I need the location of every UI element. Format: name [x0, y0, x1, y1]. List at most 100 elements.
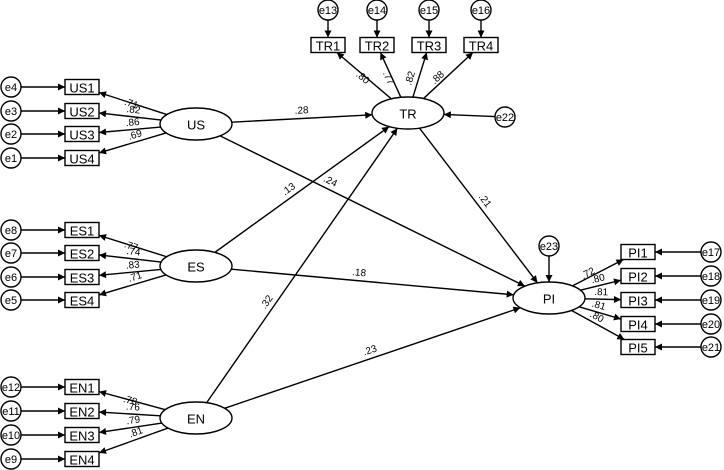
path-coefficient-es-pi: .18: [352, 267, 367, 279]
loading-value-es3: .83: [125, 259, 140, 271]
error-circle-e11: [0, 400, 22, 422]
indicator-box-tr2: [359, 36, 395, 54]
error-circle-e12: [0, 376, 22, 398]
error-label-e21: e21: [702, 342, 720, 354]
indicator-box-tr4: [463, 36, 499, 54]
loading-value-tr2: .77: [380, 70, 396, 88]
indicator-label-en4: EN4: [69, 453, 94, 468]
error-label-e6: e6: [5, 272, 17, 284]
loading-value-pi3: .81: [594, 287, 609, 298]
loading-value-us4: .69: [127, 128, 144, 143]
path-arrow-en-tr: [206, 127, 398, 404]
indicator-label-es1: ES1: [70, 224, 95, 239]
indicator-box-pi4: [620, 315, 656, 333]
loading-value-tr1: .80: [354, 69, 372, 87]
path-coefficient-es-tr: .13: [280, 181, 298, 198]
indicator-box-pi2: [620, 267, 656, 285]
error-label-e4: e4: [5, 82, 17, 94]
latent-node-pi: [512, 281, 586, 315]
indicator-box-pi3: [620, 291, 656, 309]
loading-arrow-tr1: [336, 51, 392, 100]
loading-arrow-en4: [98, 427, 169, 454]
loading-arrow-pi2: [580, 278, 622, 291]
loading-value-en4: .81: [128, 425, 145, 440]
path-coefficient-en-pi: .23: [362, 343, 379, 358]
indicator-label-us3: US3: [69, 128, 94, 143]
loading-arrow-us2: [98, 110, 162, 121]
loading-value-pi2: .80: [590, 272, 607, 286]
error-label-e20: e20: [702, 319, 720, 331]
indicator-box-us1: [64, 78, 100, 96]
error-label-e2: e2: [5, 129, 17, 141]
indicator-box-en1: [64, 378, 100, 396]
loading-value-tr3: .82: [403, 70, 418, 87]
path-arrow-es-pi: [231, 268, 514, 298]
path-coefficient-en-tr: .32: [259, 293, 276, 311]
latent-label-us: US: [187, 118, 205, 133]
error-circle-e19: [700, 289, 722, 311]
loading-arrow-es1: [98, 234, 167, 258]
indicator-box-es1: [64, 221, 100, 239]
error-circle-e1: [0, 147, 22, 169]
indicator-label-es4: ES4: [70, 294, 95, 309]
error-circle-e17: [700, 241, 722, 263]
error-label-e14: e14: [368, 5, 386, 17]
indicator-label-en1: EN1: [69, 381, 94, 396]
error-circle-e6: [0, 266, 22, 288]
path-arrow-tr-pi: [418, 127, 539, 284]
error-circle-e4: [0, 76, 22, 98]
indicator-box-pi1: [620, 243, 656, 261]
loading-arrow-tr3: [412, 52, 428, 98]
error-circle-e23: [538, 235, 560, 257]
error-circle-e5: [0, 289, 22, 311]
indicator-label-tr3: TR3: [417, 39, 442, 54]
error-label-e16: e16: [472, 5, 490, 17]
loading-arrow-en2: [98, 408, 161, 417]
loading-arrow-pi3: [584, 295, 622, 303]
loading-value-es2: .74: [126, 246, 141, 259]
indicator-box-tr3: [411, 36, 447, 54]
error-label-e11: e11: [2, 406, 20, 418]
path-coefficient-tr-pi: .21: [476, 192, 493, 210]
indicator-box-en3: [64, 426, 100, 444]
latent-node-es: [159, 249, 233, 283]
error-circle-e7: [0, 242, 22, 264]
loading-arrow-pi5: [571, 309, 625, 341]
indicator-label-pi1: PI1: [628, 246, 648, 261]
indicator-box-pi5: [620, 338, 656, 356]
loading-value-es1: .77: [123, 239, 140, 254]
latent-label-es: ES: [187, 260, 205, 275]
indicator-box-en2: [64, 402, 100, 420]
indicator-label-pi3: PI3: [628, 294, 648, 309]
indicator-label-pi2: PI2: [628, 270, 648, 285]
error-label-e7: e7: [5, 248, 17, 260]
indicator-label-en3: EN3: [69, 429, 94, 444]
loading-arrow-us3: [98, 126, 161, 136]
error-label-e1: e1: [5, 153, 17, 165]
loading-arrow-us4: [98, 132, 167, 155]
error-circle-e9: [0, 448, 22, 470]
indicator-label-tr4: TR4: [469, 39, 494, 54]
indicator-label-tr1: TR1: [316, 39, 341, 54]
loading-arrow-en3: [98, 422, 162, 435]
path-arrow-es-tr: [214, 126, 390, 253]
error-label-e18: e18: [702, 271, 720, 283]
loading-value-pi4: .81: [590, 299, 607, 314]
loading-value-us3: .86: [125, 117, 140, 129]
error-circle-e2: [0, 123, 22, 145]
loading-value-en1: .78: [122, 394, 139, 408]
loading-arrow-pi1: [572, 258, 624, 287]
loading-value-tr4: .88: [429, 69, 447, 87]
indicator-box-es2: [64, 244, 100, 262]
indicator-label-es2: ES2: [70, 247, 95, 262]
error-circle-e16: [470, 0, 492, 21]
latent-node-tr: [371, 96, 445, 130]
indicator-box-en4: [64, 450, 100, 468]
loading-arrow-tr4: [423, 51, 474, 100]
error-circle-e8: [0, 219, 22, 241]
loading-value-es4: .71: [127, 270, 144, 285]
indicator-box-us3: [64, 125, 100, 143]
error-label-e5: e5: [5, 295, 17, 307]
loading-value-us2: .82: [126, 104, 141, 117]
